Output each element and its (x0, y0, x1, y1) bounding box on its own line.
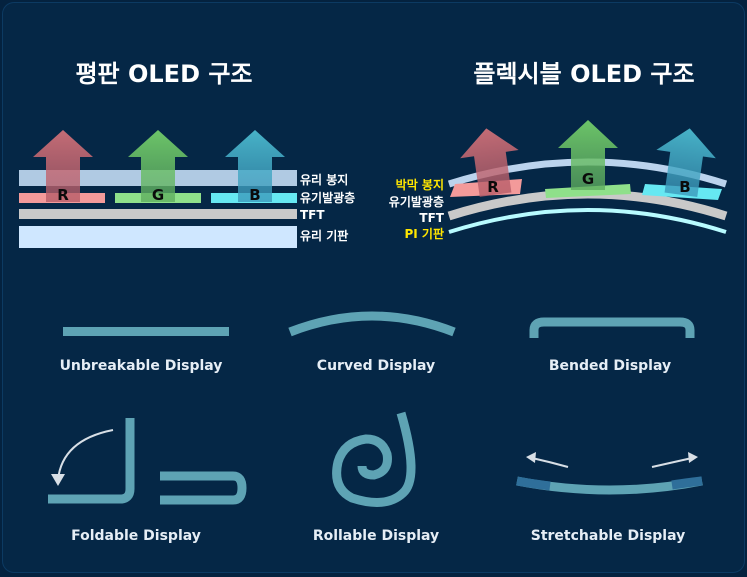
unbreakable-display-shape (63, 327, 229, 336)
flex-letter-b: B (679, 178, 690, 196)
flat-glass-substrate-layer (19, 226, 297, 248)
flat-label-emission: 유기발광층 (300, 190, 355, 205)
stretchable-display-shape (516, 452, 703, 495)
flex-letter-r: R (487, 178, 499, 196)
flat-label-substrate: 유리 기판 (300, 228, 348, 243)
flat-letter-b: B (249, 186, 260, 204)
foldable-display-caption: Foldable Display (71, 528, 201, 544)
flat-label-tft: TFT (300, 208, 325, 222)
flat-green-arrow (128, 130, 188, 202)
flex-blue-arrow (656, 128, 716, 198)
flex-label-emission: 유기발광층 (389, 194, 444, 209)
flex-pi-substrate-layer (448, 208, 727, 234)
flexible-oled-title: 플렉시블 OLED 구조 (473, 60, 694, 88)
fold-direction-arrow-icon (57, 429, 114, 481)
stretch-left-arrow-icon (531, 457, 569, 468)
flex-label-tft: TFT (419, 211, 444, 225)
rollable-display-caption: Rollable Display (313, 528, 439, 544)
fold-arrowhead-icon (51, 474, 65, 486)
bended-display-caption: Bended Display (549, 358, 671, 374)
curved-display-shape (288, 311, 456, 337)
flex-green-pixel (545, 184, 631, 198)
flex-green-arrow (558, 120, 618, 190)
flat-red-arrow (33, 130, 93, 202)
foldable-display-shape (48, 418, 247, 505)
flat-letter-r: R (57, 186, 69, 204)
unbreakable-display-caption: Unbreakable Display (60, 358, 223, 374)
flex-red-arrow (460, 128, 519, 197)
flat-oled-title: 평판 OLED 구조 (75, 60, 252, 88)
flex-label-substrate: PI 기판 (404, 226, 444, 241)
rollable-display-shape (332, 411, 416, 507)
stretch-right-arrow-icon (651, 457, 693, 468)
curved-display-caption: Curved Display (317, 358, 435, 374)
stretchable-display-caption: Stretchable Display (531, 528, 686, 544)
flat-tft-layer (19, 209, 297, 219)
flat-label-encap: 유리 봉지 (300, 172, 348, 187)
flex-letter-g: G (582, 170, 594, 188)
flat-letter-g: G (152, 186, 164, 204)
bended-display-shape (529, 317, 695, 338)
flat-blue-arrow (225, 130, 285, 202)
flex-label-encap: 박막 봉지 (396, 177, 444, 192)
